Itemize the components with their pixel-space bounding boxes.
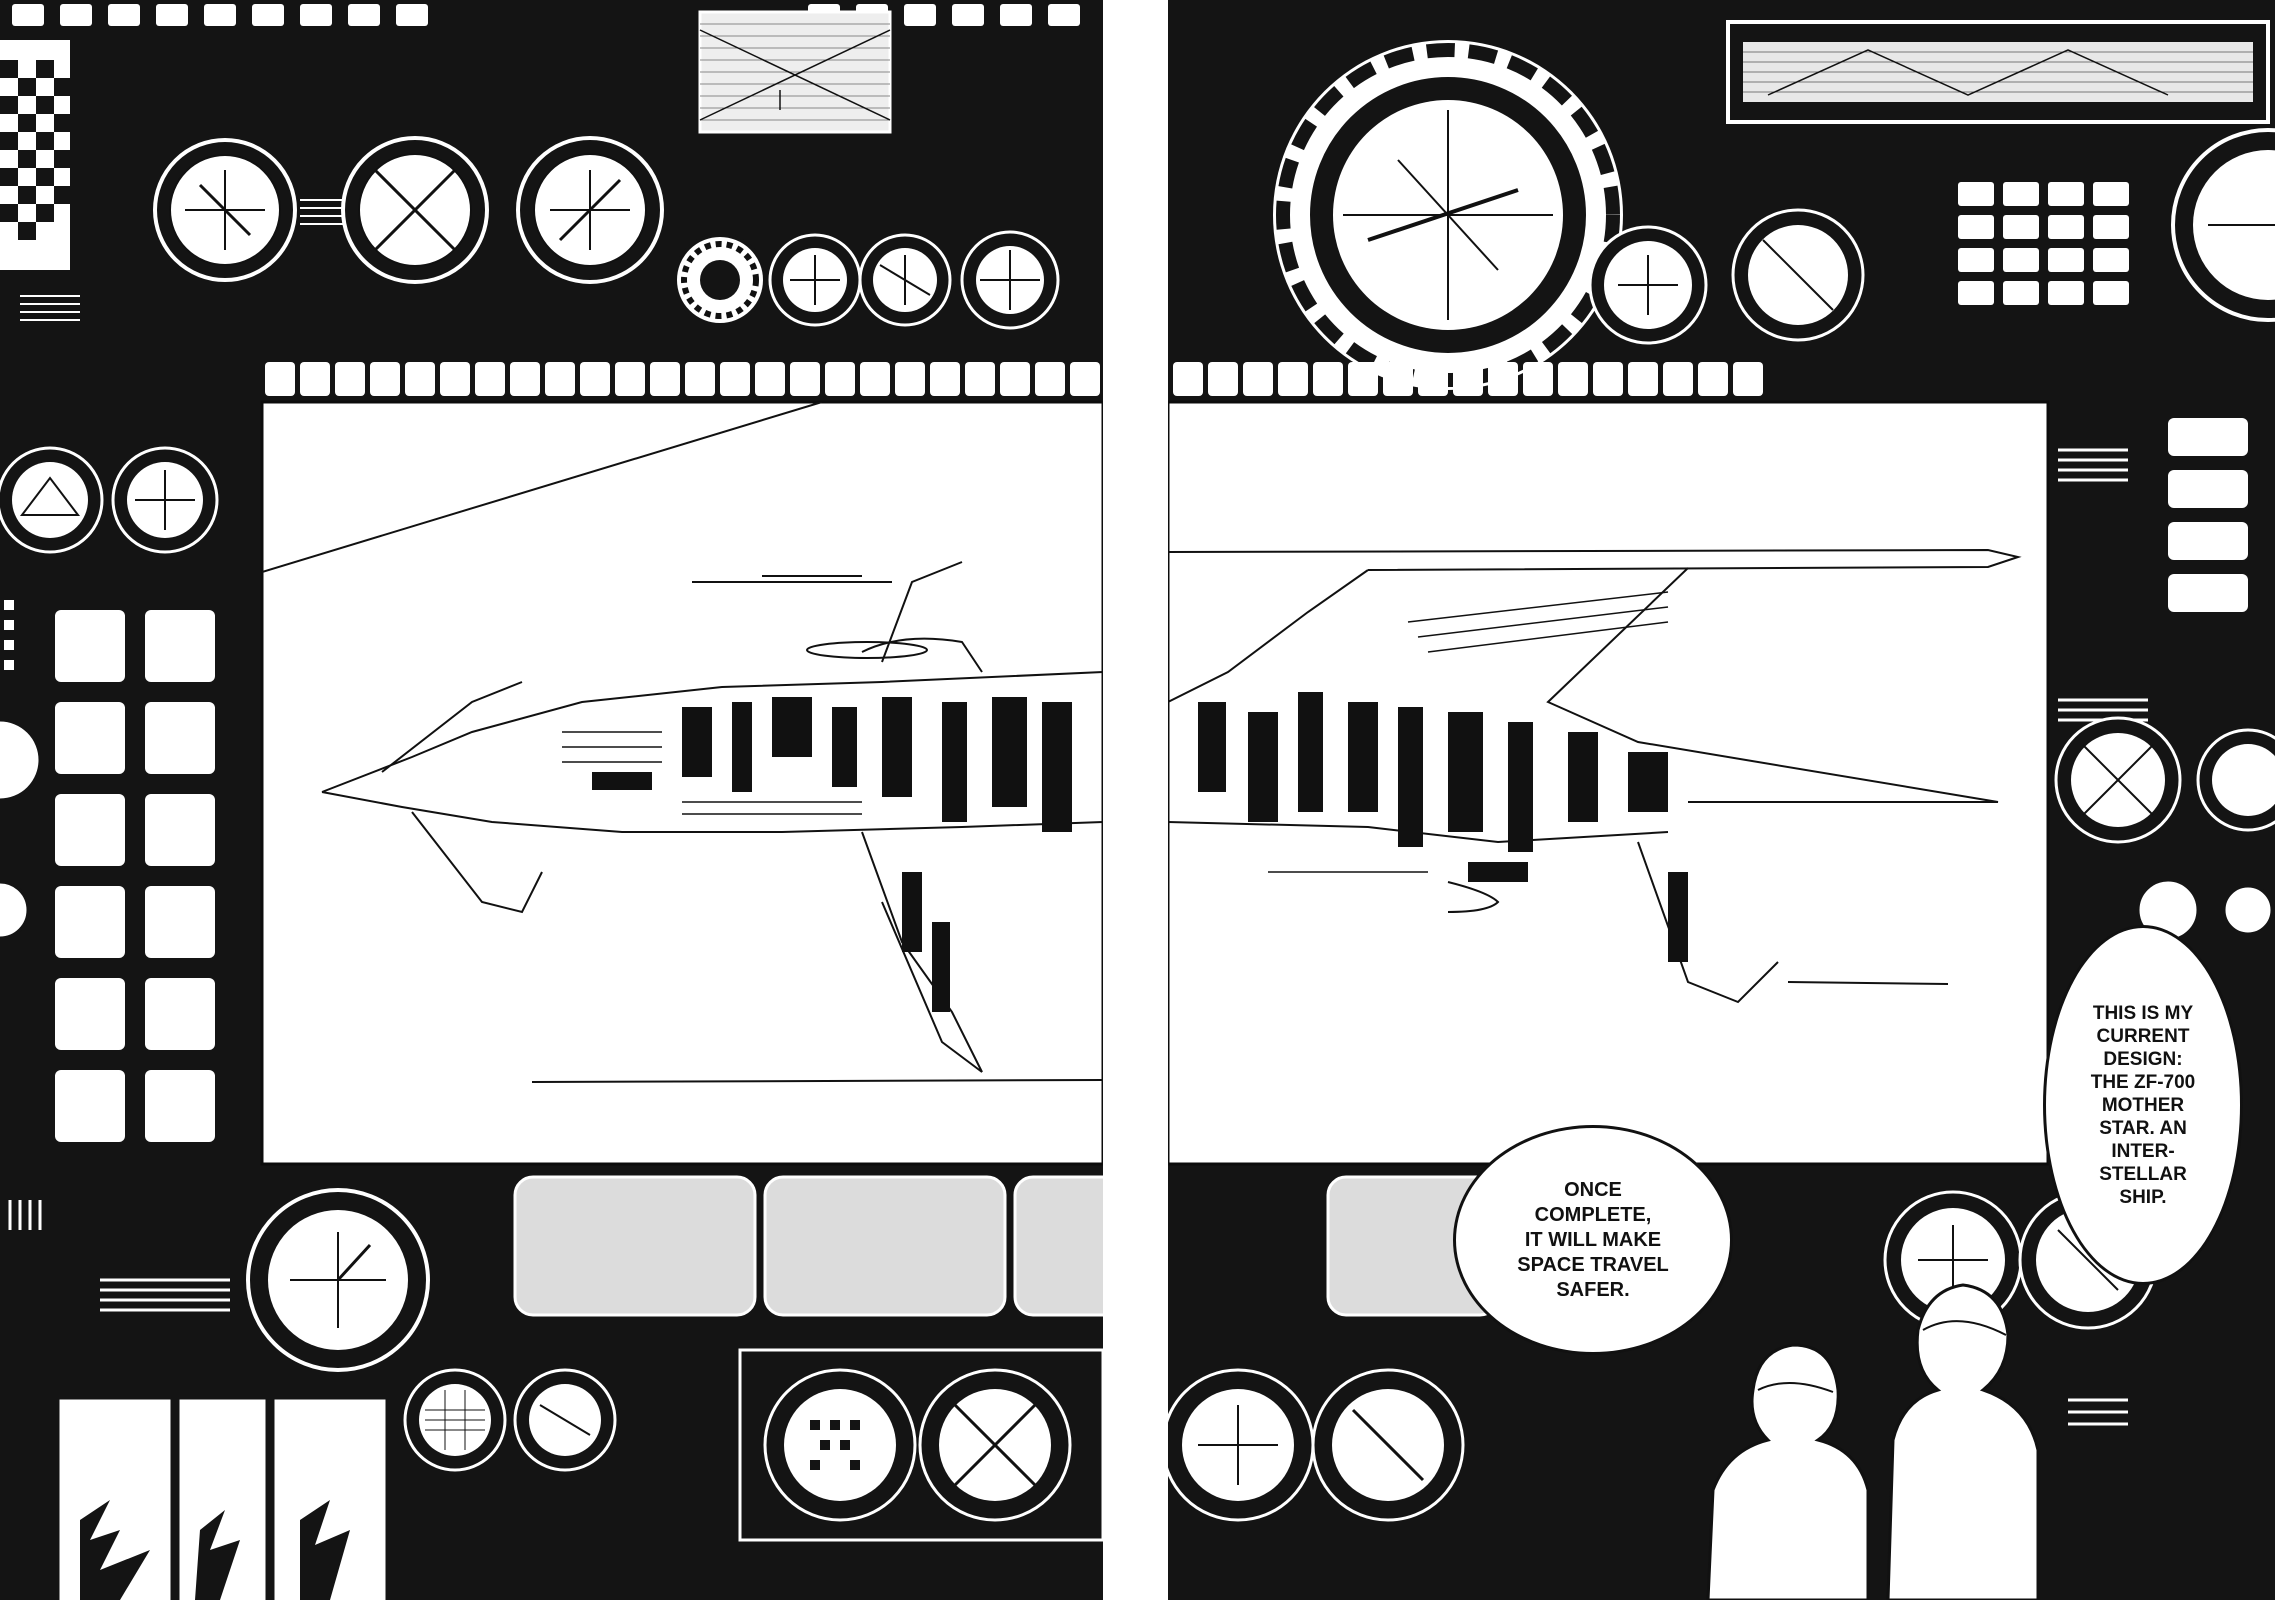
right-key-grid bbox=[1958, 182, 2129, 305]
burst-screens bbox=[59, 1399, 386, 1600]
gauge-icon bbox=[516, 136, 664, 284]
gauge-icon bbox=[858, 233, 952, 327]
gauge-icon bbox=[1168, 1368, 1315, 1522]
right-side-keys bbox=[2168, 418, 2248, 612]
balloon-line: COMPLETE, bbox=[1534, 1203, 1652, 1226]
radar-screen bbox=[698, 10, 892, 134]
top-button-row bbox=[12, 4, 1080, 26]
meter-lines bbox=[8, 1200, 230, 1312]
gauge-icon bbox=[960, 230, 1060, 330]
gauge-icon bbox=[1273, 40, 1623, 390]
gauge-icon bbox=[2196, 728, 2275, 832]
speech-balloon-right: THIS IS MY CURRENT DESIGN: THE ZF-700 MO… bbox=[2043, 925, 2243, 1285]
gauge-icon bbox=[111, 446, 219, 554]
left-key-grid bbox=[55, 610, 215, 1142]
balloon-line: SHIP. bbox=[2119, 1186, 2167, 1208]
left-page bbox=[0, 0, 1103, 1600]
gauge-icon bbox=[1588, 225, 1708, 345]
gauge-icon bbox=[673, 233, 767, 327]
gauge-icon bbox=[2054, 716, 2182, 844]
child-silhouette-icon bbox=[1706, 1343, 1870, 1600]
gauge-icon bbox=[513, 1368, 617, 1472]
starship-cutaway-icon bbox=[262, 402, 1103, 1083]
gauge-icon bbox=[341, 136, 489, 284]
right-console-art bbox=[1168, 20, 2275, 1600]
gauge-icon bbox=[0, 718, 42, 940]
child-silhouette-icon bbox=[1886, 1283, 2040, 1600]
balloon-line: STELLAR bbox=[2099, 1163, 2187, 1185]
page-gutter bbox=[1103, 0, 1168, 1600]
balloon-line: SPACE TRAVEL bbox=[1517, 1253, 1669, 1276]
gauge-icon bbox=[2171, 128, 2275, 322]
balloon-line: MOTHER bbox=[2101, 1094, 2185, 1116]
gauge-icon bbox=[403, 1368, 507, 1472]
gauge-icon bbox=[1311, 1368, 1465, 1522]
balloon-line: INTER- bbox=[2111, 1140, 2175, 1162]
gauge-icon bbox=[768, 233, 862, 327]
starship-cutaway-icon bbox=[1168, 548, 2022, 1004]
lower-screens bbox=[513, 1175, 1103, 1317]
lower-bottom-gauges bbox=[738, 1348, 1103, 1542]
gauge-icon bbox=[0, 446, 104, 554]
gauge-icon bbox=[1731, 208, 1865, 342]
speech-balloon-center: ONCE COMPLETE, IT WILL MAKE SPACE TRAVEL… bbox=[1453, 1125, 1733, 1355]
balloon-line: DESIGN: bbox=[2103, 1048, 2183, 1070]
long-screen bbox=[1726, 20, 2270, 124]
balloon-line: IT WILL MAKE bbox=[1524, 1228, 1662, 1251]
balloon-line: ONCE bbox=[1564, 1178, 1622, 1201]
panel-top-button-strip-right bbox=[1173, 362, 1763, 396]
balloon-line: THE ZF-700 bbox=[2090, 1071, 2196, 1093]
gauge-icon bbox=[153, 138, 297, 282]
balloon-line: CURRENT bbox=[2096, 1025, 2190, 1047]
balloon-line: SAFER. bbox=[1556, 1278, 1630, 1301]
right-page: THIS IS MY CURRENT DESIGN: THE ZF-700 MO… bbox=[1168, 0, 2275, 1600]
panel-top-button-strip bbox=[265, 362, 1100, 396]
balloon-line: THIS IS MY bbox=[2092, 1002, 2194, 1024]
gauge-icon bbox=[246, 1188, 430, 1372]
balloon-line: STAR. AN bbox=[2099, 1117, 2187, 1139]
checkerboard-panel bbox=[0, 40, 70, 270]
